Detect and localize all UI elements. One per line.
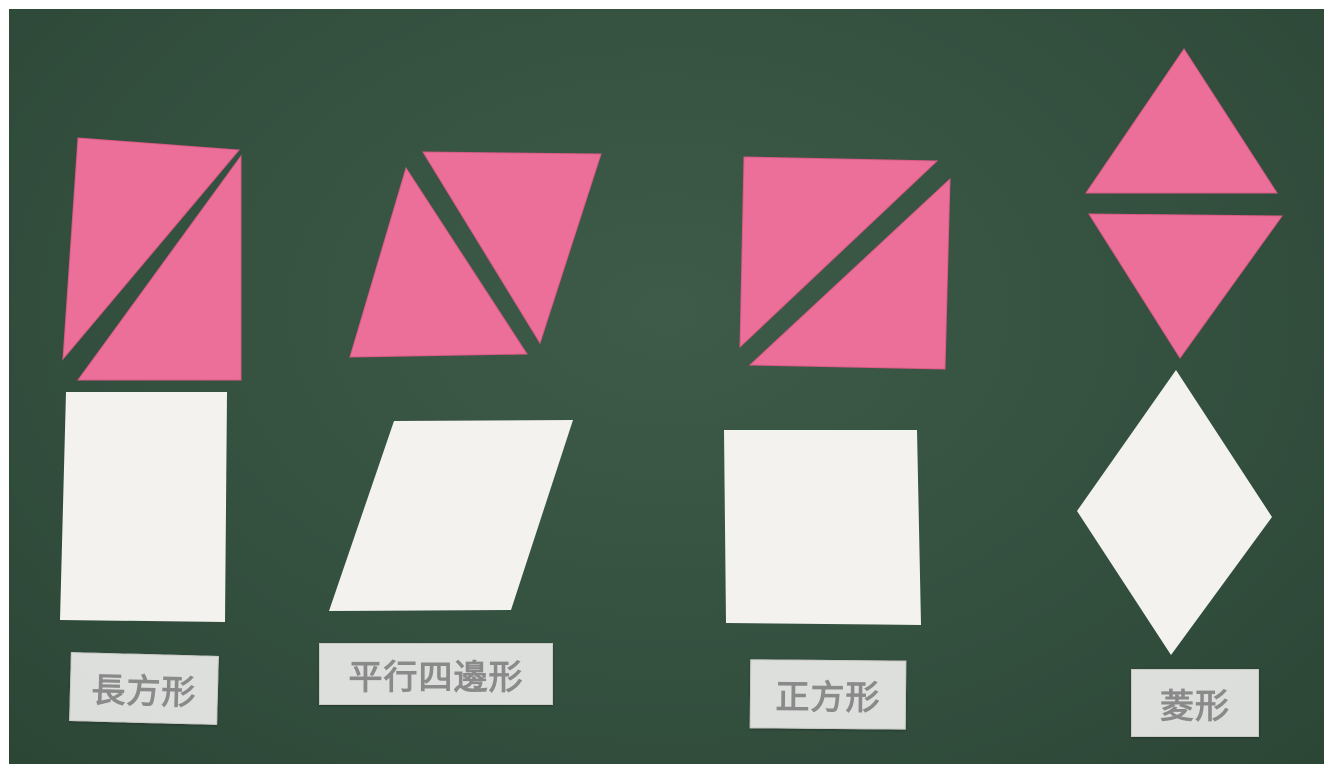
rectangle-card (60, 392, 227, 622)
rhombus-triangle-bottom (1088, 213, 1283, 359)
chalkboard: 長方形 平行四邊形 正方形 菱形 (9, 9, 1324, 764)
rhombus-triangle-top (1085, 48, 1278, 194)
label-rectangle: 長方形 (69, 652, 219, 725)
rectangle-triangle-bottom (77, 154, 242, 381)
parallelogram-card (329, 420, 573, 611)
label-rhombus: 菱形 (1131, 669, 1259, 737)
square-group (724, 156, 951, 625)
parallelogram-group (329, 151, 602, 611)
shapes-display (60, 48, 1283, 655)
rectangle-triangle-top (62, 137, 241, 361)
parallelogram-triangle-right (422, 151, 602, 345)
label-square: 正方形 (749, 659, 907, 730)
parallelogram-triangle-left (349, 166, 528, 358)
square-triangle-top (739, 156, 939, 349)
square-triangle-bottom (748, 177, 951, 370)
rectangle-group (60, 137, 242, 622)
label-parallelogram: 平行四邊形 (319, 643, 553, 705)
square-card (724, 430, 921, 625)
rhombus-card (1077, 370, 1272, 655)
rhombus-group (1077, 48, 1283, 655)
